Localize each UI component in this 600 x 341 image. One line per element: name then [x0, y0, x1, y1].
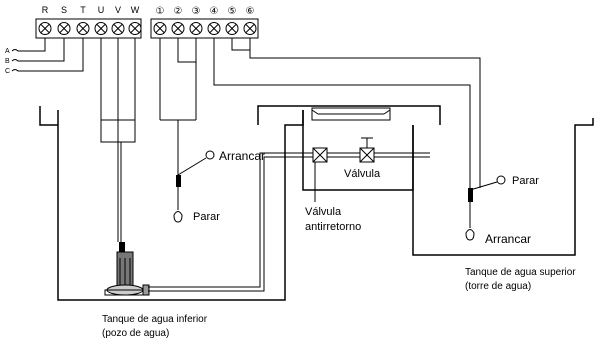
power-terminal-screw-2: [57, 22, 71, 35]
terminal-label-1: ①: [156, 6, 165, 17]
submersible-pump: [104, 251, 150, 296]
control-terminal-screw-6: [243, 22, 257, 35]
upper-float-switch: [213, 38, 506, 241]
valve-label: Válvula: [344, 168, 381, 180]
phase-label-b: B: [5, 58, 10, 65]
upper-tank-label-1: Tanque de agua superior: [465, 267, 576, 278]
control-terminal-screw-1: [153, 22, 167, 35]
control-terminal-block: ① ② ③ ④ ⑤ ⑥: [150, 6, 259, 39]
control-terminal-screw-4: [207, 22, 221, 35]
terminal-label-4: ④: [210, 6, 219, 17]
terminal-label-s: S: [61, 5, 67, 15]
control-terminal-screw-3: [189, 22, 203, 35]
upper-start-label: Arrancar: [485, 232, 531, 246]
upper-stop-label: Parar: [512, 175, 539, 187]
terminal-label-u: U: [98, 5, 105, 15]
terminal-label-r: R: [42, 5, 49, 15]
control-terminal-screw-2: [171, 22, 185, 35]
lower-float-switch: [159, 37, 215, 223]
terminal-label-2: ②: [174, 6, 183, 17]
check-valve-label-1: Válvula: [305, 206, 342, 218]
phase-label-c: C: [5, 68, 10, 75]
phase-supply-lines: A B C: [5, 38, 84, 75]
discharge-pipe: [148, 152, 430, 292]
lower-start-label: Arrancar: [219, 149, 265, 163]
terminal-label-t: T: [80, 5, 86, 15]
terminal-label-6: ⑥: [246, 6, 255, 17]
upper-tank-label-2: (torre de agua): [465, 281, 531, 292]
upper-tank: [412, 118, 594, 256]
check-valve-label-2: antirretorno: [305, 221, 361, 233]
terminal-label-w: W: [131, 5, 140, 15]
motor-power-cables: [100, 38, 136, 252]
power-terminal-block: R S T U V W: [35, 5, 142, 39]
terminal-label-v: V: [115, 5, 121, 15]
phase-label-a: A: [5, 48, 10, 55]
terminal-label-3: ③: [192, 6, 201, 17]
power-terminal-screw-6: [128, 22, 142, 35]
power-terminal-screw-5: [111, 22, 125, 35]
power-terminal-screw-3: [76, 22, 90, 35]
lower-tank-label-1: Tanque de agua inferior: [102, 314, 208, 325]
gate-valve: [359, 137, 375, 163]
terminal-label-5: ⑤: [228, 6, 237, 17]
control-terminal-screw-5: [225, 22, 239, 35]
lower-tank-label-2: (pozo de agua): [102, 328, 169, 339]
check-valve: [312, 147, 328, 202]
lower-stop-label: Parar: [193, 211, 220, 223]
power-terminal-screw-1: [38, 22, 52, 35]
power-terminal-screw-4: [94, 22, 108, 35]
